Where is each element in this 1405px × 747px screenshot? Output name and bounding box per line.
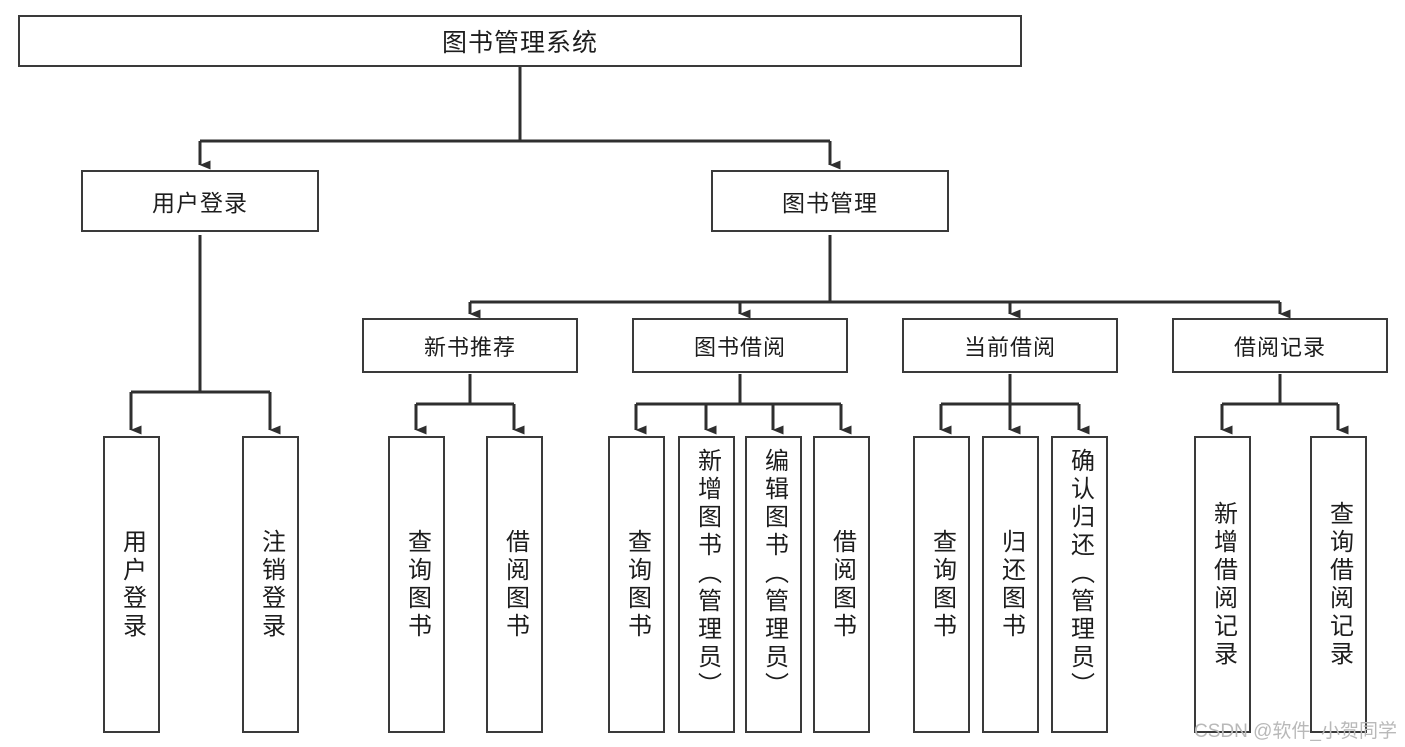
watermark: CSDN @软件_小贺同学 (1194, 721, 1397, 742)
node-leaf-add-book-label: 新增图书（管理员） (693, 448, 721, 700)
node-root-label: 图书管理系统 (441, 29, 598, 57)
node-leaf-query-record[interactable]: 查询借阅记录 (1310, 436, 1367, 733)
node-leaf-edit-book[interactable]: 编辑图书（管理员） (745, 436, 802, 733)
node-leaf-borrow-book-1-label: 借阅图书 (501, 528, 529, 641)
node-new-book-rec[interactable]: 新书推荐 (362, 318, 578, 373)
node-leaf-query-record-label: 查询借阅记录 (1325, 500, 1353, 669)
node-book-manage-label: 图书管理 (782, 190, 878, 216)
node-borrow-record-label: 借阅记录 (1233, 334, 1326, 360)
node-leaf-query-book-3-label: 查询图书 (928, 528, 956, 641)
node-leaf-user-login-label: 用户登录 (118, 528, 146, 641)
node-book-manage[interactable]: 图书管理 (711, 170, 949, 232)
node-leaf-borrow-book-2[interactable]: 借阅图书 (813, 436, 870, 733)
node-leaf-return-book-label: 归还图书 (997, 528, 1025, 641)
node-leaf-user-login[interactable]: 用户登录 (103, 436, 160, 733)
node-leaf-borrow-book-1[interactable]: 借阅图书 (486, 436, 543, 733)
node-root[interactable]: 图书管理系统 (18, 15, 1022, 67)
node-leaf-query-book-2-label: 查询图书 (623, 528, 651, 641)
node-book-borrow-label: 图书借阅 (693, 334, 786, 360)
node-leaf-add-book[interactable]: 新增图书（管理员） (678, 436, 735, 733)
node-current-borrow[interactable]: 当前借阅 (902, 318, 1118, 373)
node-leaf-query-book-1-label: 查询图书 (403, 528, 431, 641)
node-leaf-borrow-book-2-label: 借阅图书 (828, 528, 856, 641)
node-leaf-add-record-label: 新增借阅记录 (1209, 500, 1237, 669)
node-user-login[interactable]: 用户登录 (81, 170, 319, 232)
node-leaf-return-book[interactable]: 归还图书 (982, 436, 1039, 733)
node-leaf-add-record[interactable]: 新增借阅记录 (1194, 436, 1251, 733)
node-leaf-edit-book-label: 编辑图书（管理员） (760, 448, 788, 700)
node-leaf-logout[interactable]: 注销登录 (242, 436, 299, 733)
node-current-borrow-label: 当前借阅 (963, 334, 1056, 360)
node-leaf-query-book-2[interactable]: 查询图书 (608, 436, 665, 733)
node-book-borrow[interactable]: 图书借阅 (632, 318, 848, 373)
node-borrow-record[interactable]: 借阅记录 (1172, 318, 1388, 373)
node-leaf-query-book-3[interactable]: 查询图书 (913, 436, 970, 733)
node-leaf-confirm-return-label: 确认归还（管理员） (1066, 448, 1094, 700)
node-user-login-label: 用户登录 (152, 190, 248, 216)
node-new-book-rec-label: 新书推荐 (423, 334, 516, 360)
node-leaf-query-book-1[interactable]: 查询图书 (388, 436, 445, 733)
node-leaf-logout-label: 注销登录 (257, 528, 285, 641)
node-leaf-confirm-return[interactable]: 确认归还（管理员） (1051, 436, 1108, 733)
